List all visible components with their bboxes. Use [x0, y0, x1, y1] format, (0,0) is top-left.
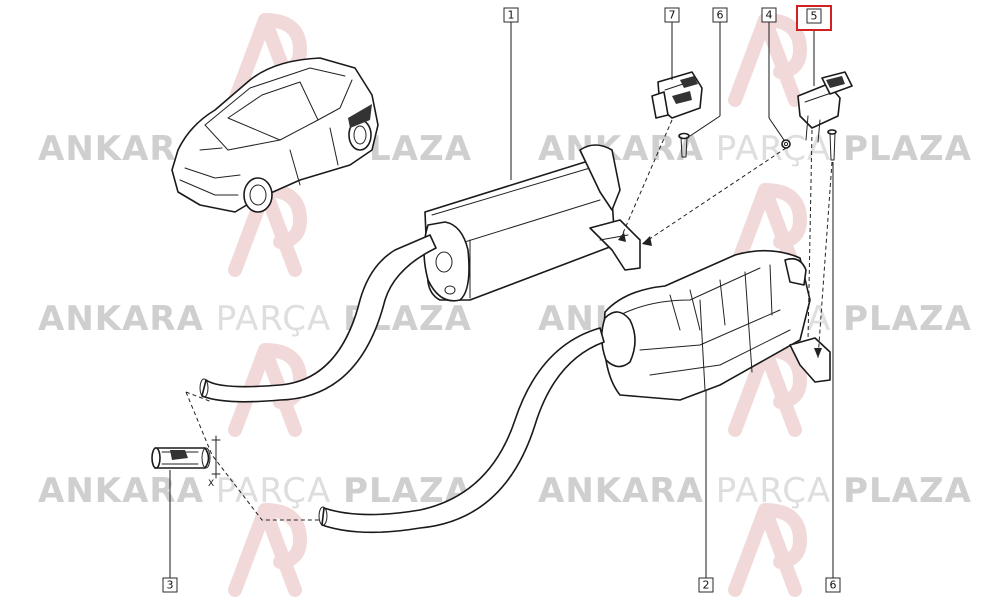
callout-label: 6	[830, 579, 837, 592]
watermark-row: ANKARA PARÇA PLAZA	[538, 129, 972, 169]
exhaust-pipes	[199, 234, 605, 534]
front-muffler	[423, 144, 641, 302]
callout-part-6-top[interactable]: 6	[712, 7, 728, 23]
callout-label: 7	[669, 9, 676, 22]
watermark-logo	[728, 183, 807, 277]
callout-part-5[interactable]: 5	[796, 5, 832, 31]
callout-part-7[interactable]: 7	[664, 7, 680, 23]
callout-part-4[interactable]: 4	[761, 7, 777, 23]
callout-part-1[interactable]: 1	[503, 7, 519, 23]
callout-part-6-bottom[interactable]: 6	[825, 577, 841, 593]
watermark-row: ANKARA PARÇA PLAZA	[38, 299, 472, 339]
watermark-logo	[728, 13, 807, 107]
nut-4	[781, 139, 791, 149]
rubber-mount-7	[651, 71, 703, 119]
watermark-logo	[728, 503, 807, 597]
bracket-5	[797, 71, 853, 143]
callout-label: 4	[766, 9, 773, 22]
callout-part-3[interactable]: 3	[162, 577, 178, 593]
callout-label: 6	[717, 9, 724, 22]
dimension-label: X	[208, 479, 214, 489]
callout-label: 2	[703, 579, 710, 592]
watermark-row: ANKARA PARÇA PLAZA	[538, 471, 972, 511]
leader-lines	[169, 22, 834, 578]
callout-label: 3	[167, 579, 174, 592]
bolt-6-top	[678, 132, 690, 158]
bolt-6-bottom	[827, 129, 837, 161]
watermark-row: ANKARA PARÇA PLAZA	[38, 471, 472, 511]
callout-part-2[interactable]: 2	[698, 577, 714, 593]
assembly-dashes	[185, 391, 322, 521]
callout-label: 1	[508, 9, 515, 22]
install-dashes	[618, 119, 833, 359]
watermark-logo	[228, 503, 307, 597]
car-illustration	[171, 57, 379, 213]
pipe-clamp: X	[151, 435, 221, 489]
callouts: 1 7 6 4 5 3 2 6	[162, 5, 841, 593]
callout-label: 5	[811, 10, 818, 23]
